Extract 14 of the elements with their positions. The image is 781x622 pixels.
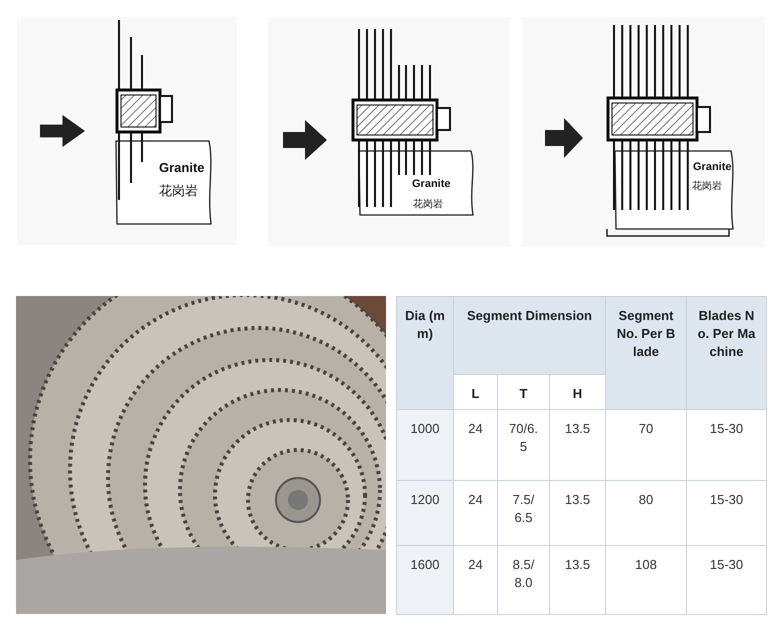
table-cell: 15-30 — [686, 545, 767, 615]
table-cell: Segment No. Per Blade — [605, 296, 687, 410]
material-label: Granite — [693, 161, 732, 173]
table-cell: Dia (mm) — [396, 296, 454, 410]
material-label-chinese: 花岗岩 — [413, 198, 443, 211]
material-label-chinese: 花岗岩 — [692, 180, 722, 193]
table-cell: 1000 — [396, 409, 454, 481]
material-label: Granite — [159, 160, 205, 175]
table-cell: 1600 — [396, 545, 454, 615]
material-label-chinese: 花岗岩 — [159, 182, 198, 200]
table-cell: 1200 — [396, 480, 454, 546]
material-label: Granite — [412, 178, 451, 190]
table-cell: Segment Dimension — [453, 296, 606, 375]
table-cell: Blades No. Per Machine — [686, 296, 767, 410]
